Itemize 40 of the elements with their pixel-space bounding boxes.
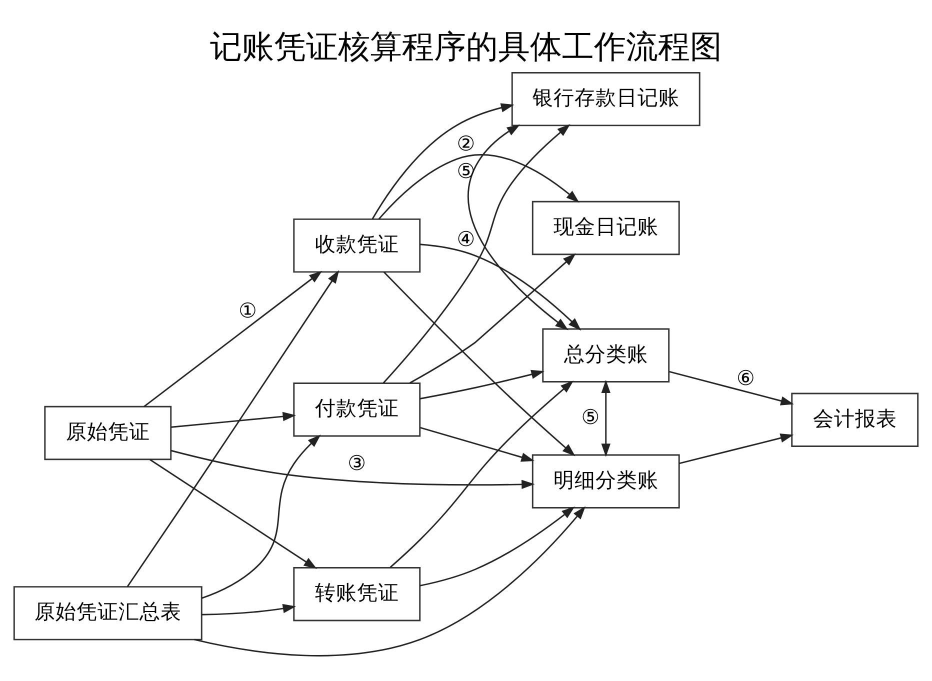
- arrow: [126, 270, 340, 587]
- arrow: [601, 379, 610, 456]
- arrow: [468, 124, 568, 330]
- arrow: [410, 252, 576, 384]
- edge-label: ⑤: [456, 158, 476, 182]
- node-box: 现金日记账: [532, 200, 680, 255]
- node-box: 总分类账: [542, 328, 670, 382]
- node-box: 转账凭证: [293, 566, 421, 621]
- edge-label: ⑤: [581, 404, 600, 428]
- arrow: [372, 102, 514, 219]
- arrow: [378, 154, 580, 220]
- arrow: [420, 506, 575, 586]
- arrow: [420, 243, 582, 330]
- arrow: [678, 433, 794, 464]
- arrow: [669, 370, 794, 405]
- diagram-title: 记账凭证核算程序的具体工作流程图: [210, 26, 722, 65]
- node-box: 原始凭证: [44, 405, 172, 460]
- edge-label: ④: [456, 226, 476, 250]
- node-box: 银行存款日记账: [511, 72, 700, 126]
- arrow: [420, 369, 544, 399]
- edge-label: ①: [238, 298, 257, 322]
- arrow: [382, 124, 570, 383]
- arrow: [390, 380, 574, 568]
- edge-label: ⑥: [736, 365, 755, 390]
- arrow: [150, 458, 317, 568]
- arrow: [144, 270, 322, 407]
- arrow: [420, 426, 534, 462]
- node-box: 明细分类账: [532, 454, 680, 508]
- arrow: [170, 449, 535, 489]
- arrow: [171, 411, 296, 428]
- arrow: [202, 434, 321, 598]
- node-box: 收款凭证: [293, 218, 421, 272]
- edge-label: ②: [456, 131, 476, 156]
- node-box: 付款凭证: [293, 382, 421, 436]
- arrow: [194, 506, 586, 656]
- node-box: 原始凭证汇总表: [13, 586, 202, 640]
- edge-label: ③: [348, 450, 366, 474]
- arrow: [383, 271, 576, 456]
- node-box: 会计报表: [791, 392, 919, 446]
- arrow: [202, 603, 296, 615]
